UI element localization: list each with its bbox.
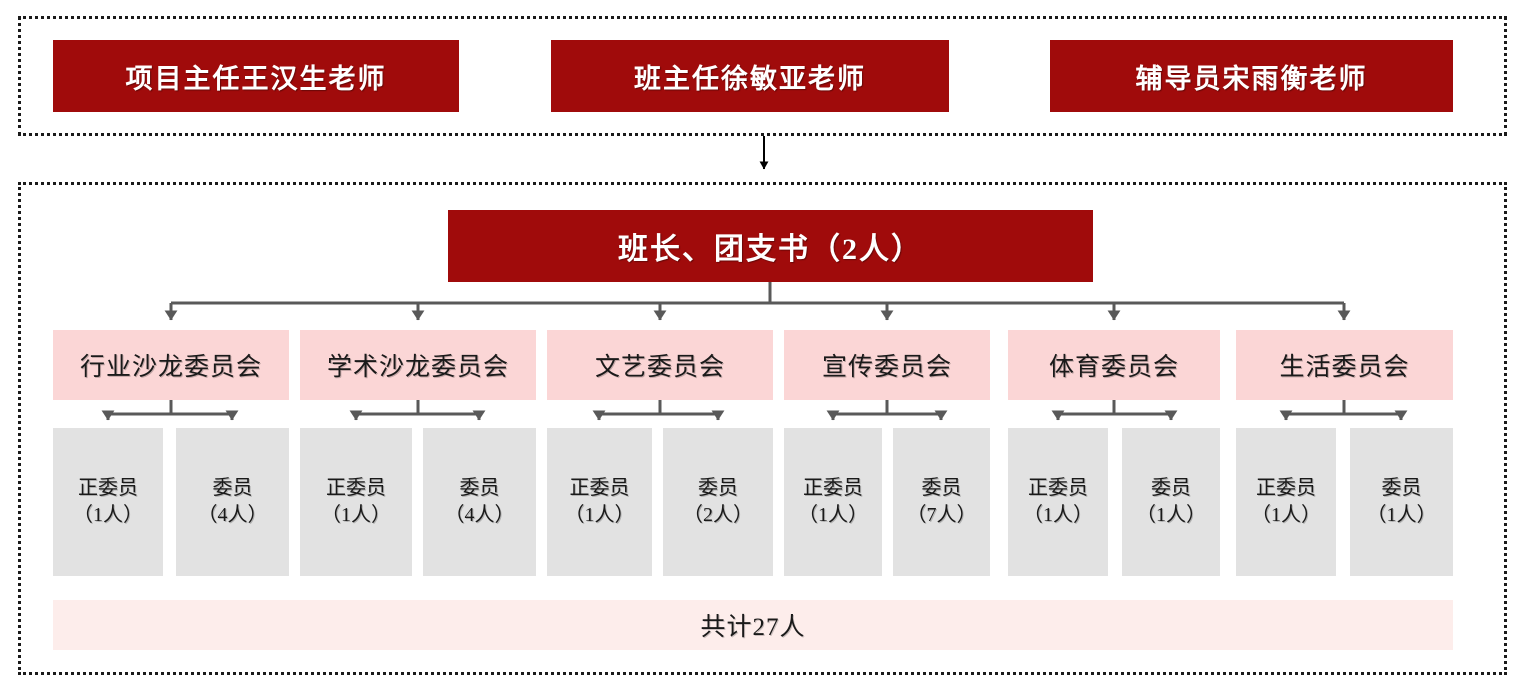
member-role: 委员 bbox=[212, 477, 253, 499]
head-box-class-leaders[interactable]: 班长、团支书（2人） bbox=[448, 210, 1093, 282]
member-count: （7人） bbox=[906, 504, 977, 526]
committee-box-2[interactable]: 文艺委员会 bbox=[547, 330, 773, 400]
leadership-box-class-advisor[interactable]: 班主任徐敏亚老师 bbox=[551, 40, 949, 112]
member-role: 正委员 bbox=[569, 477, 630, 499]
member-box-2-1[interactable]: 委员 （2人） bbox=[663, 428, 773, 576]
leadership-label: 班主任徐敏亚老师 bbox=[634, 63, 866, 94]
member-role: 正委员 bbox=[1256, 477, 1316, 499]
committee-box-4[interactable]: 体育委员会 bbox=[1008, 330, 1220, 400]
committee-label: 学术沙龙委员会 bbox=[326, 354, 509, 381]
head-box-label: 班长、团支书（2人） bbox=[618, 233, 923, 266]
committee-box-3[interactable]: 宣传委员会 bbox=[784, 330, 990, 400]
member-box-1-1[interactable]: 委员 （4人） bbox=[423, 428, 536, 576]
member-count: （1人） bbox=[73, 504, 143, 526]
member-role: 正委员 bbox=[803, 477, 863, 499]
member-box-3-0[interactable]: 正委员 （1人） bbox=[784, 428, 882, 576]
member-box-1-0[interactable]: 正委员 （1人） bbox=[300, 428, 412, 576]
member-box-5-1[interactable]: 委员 （1人） bbox=[1350, 428, 1453, 576]
member-role: 委员 bbox=[1381, 477, 1422, 499]
member-box-5-0[interactable]: 正委员 （1人） bbox=[1236, 428, 1336, 576]
total-count-bar: 共计27人 bbox=[53, 600, 1453, 650]
committee-box-0[interactable]: 行业沙龙委员会 bbox=[53, 330, 289, 400]
committee-label: 体育委员会 bbox=[1048, 354, 1179, 381]
leadership-box-project-director[interactable]: 项目主任王汉生老师 bbox=[53, 40, 459, 112]
leadership-box-counselor[interactable]: 辅导员宋雨衡老师 bbox=[1050, 40, 1453, 112]
member-count: （1人） bbox=[321, 504, 391, 526]
member-count: （1人） bbox=[1136, 504, 1206, 526]
leadership-label: 辅导员宋雨衡老师 bbox=[1135, 63, 1368, 94]
member-count: （2人） bbox=[683, 504, 753, 526]
committee-label: 生活委员会 bbox=[1279, 354, 1410, 381]
member-count: （4人） bbox=[197, 504, 268, 526]
member-box-3-1[interactable]: 委员 （7人） bbox=[893, 428, 990, 576]
committee-label: 文艺委员会 bbox=[594, 354, 725, 381]
member-role: 委员 bbox=[1151, 477, 1191, 499]
total-count-label: 共计27人 bbox=[700, 614, 806, 641]
member-count: （1人） bbox=[798, 504, 868, 526]
member-role: 正委员 bbox=[326, 477, 386, 499]
member-count: （1人） bbox=[564, 504, 635, 526]
member-role: 正委员 bbox=[78, 477, 138, 499]
member-box-4-0[interactable]: 正委员 （1人） bbox=[1008, 428, 1108, 576]
committee-box-1[interactable]: 学术沙龙委员会 bbox=[300, 330, 536, 400]
member-box-0-0[interactable]: 正委员 （1人） bbox=[53, 428, 163, 576]
committee-label: 宣传委员会 bbox=[821, 354, 952, 381]
member-count: （4人） bbox=[444, 504, 515, 526]
member-role: 正委员 bbox=[1028, 477, 1088, 499]
committee-box-5[interactable]: 生活委员会 bbox=[1236, 330, 1453, 400]
member-role: 委员 bbox=[698, 477, 738, 499]
member-count: （1人） bbox=[1023, 504, 1093, 526]
committee-label: 行业沙龙委员会 bbox=[79, 354, 262, 381]
member-role: 委员 bbox=[921, 477, 962, 499]
member-box-4-1[interactable]: 委员 （1人） bbox=[1122, 428, 1220, 576]
member-box-0-1[interactable]: 委员 （4人） bbox=[176, 428, 289, 576]
member-count: （1人） bbox=[1251, 504, 1321, 526]
member-box-2-0[interactable]: 正委员 （1人） bbox=[547, 428, 652, 576]
leadership-label: 项目主任王汉生老师 bbox=[125, 63, 387, 94]
member-count: （1人） bbox=[1366, 504, 1437, 526]
member-role: 委员 bbox=[459, 477, 500, 499]
